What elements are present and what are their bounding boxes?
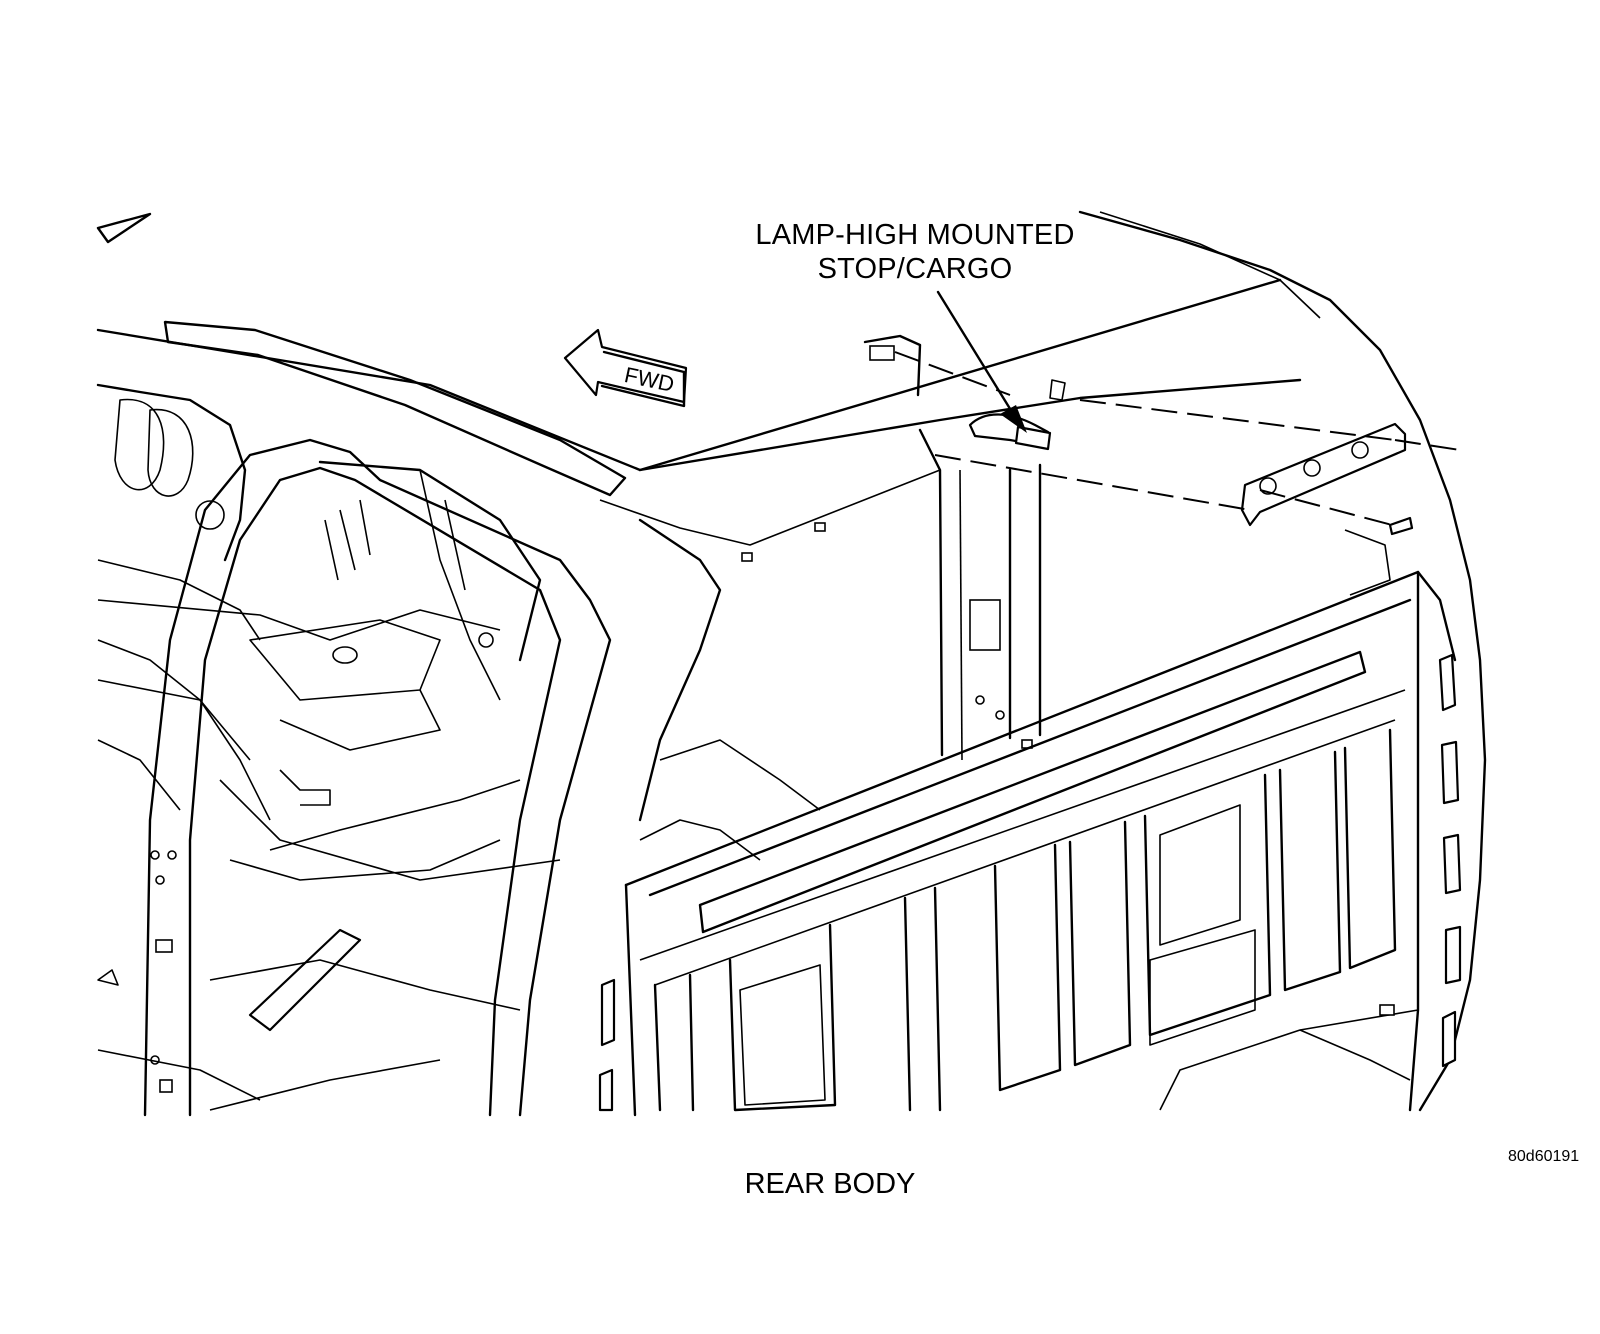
leader-arrow (936, 290, 1027, 433)
lamp-bracket (863, 334, 1414, 536)
back-wall-bracing (318, 460, 542, 701)
roof-drip-rail (163, 320, 627, 497)
figure-id: 80d60191 (1508, 1148, 1580, 1165)
cab-back-panel (599, 469, 941, 861)
bed-side-stake-pockets (598, 529, 1462, 1112)
installation-guide-lines (894, 351, 1461, 526)
lamp-callout-label: LAMP-HIGH MOUNTED STOP/CARGO (740, 218, 1090, 286)
fwd-arrow-icon: FWD (563, 328, 688, 408)
callout-line-1: LAMP-HIGH MOUNTED (755, 219, 1075, 251)
figure-caption: REAR BODY (744, 1168, 916, 1200)
b-pillar (143, 438, 612, 1117)
callout-line-2: STOP/CARGO (817, 253, 1013, 285)
cab-corner-pillar (918, 428, 1042, 761)
cab-interior (96, 383, 261, 811)
floor-pan (97, 599, 561, 1111)
hmsl-lamp (968, 413, 1052, 451)
bed-front-panel (624, 570, 1420, 1117)
